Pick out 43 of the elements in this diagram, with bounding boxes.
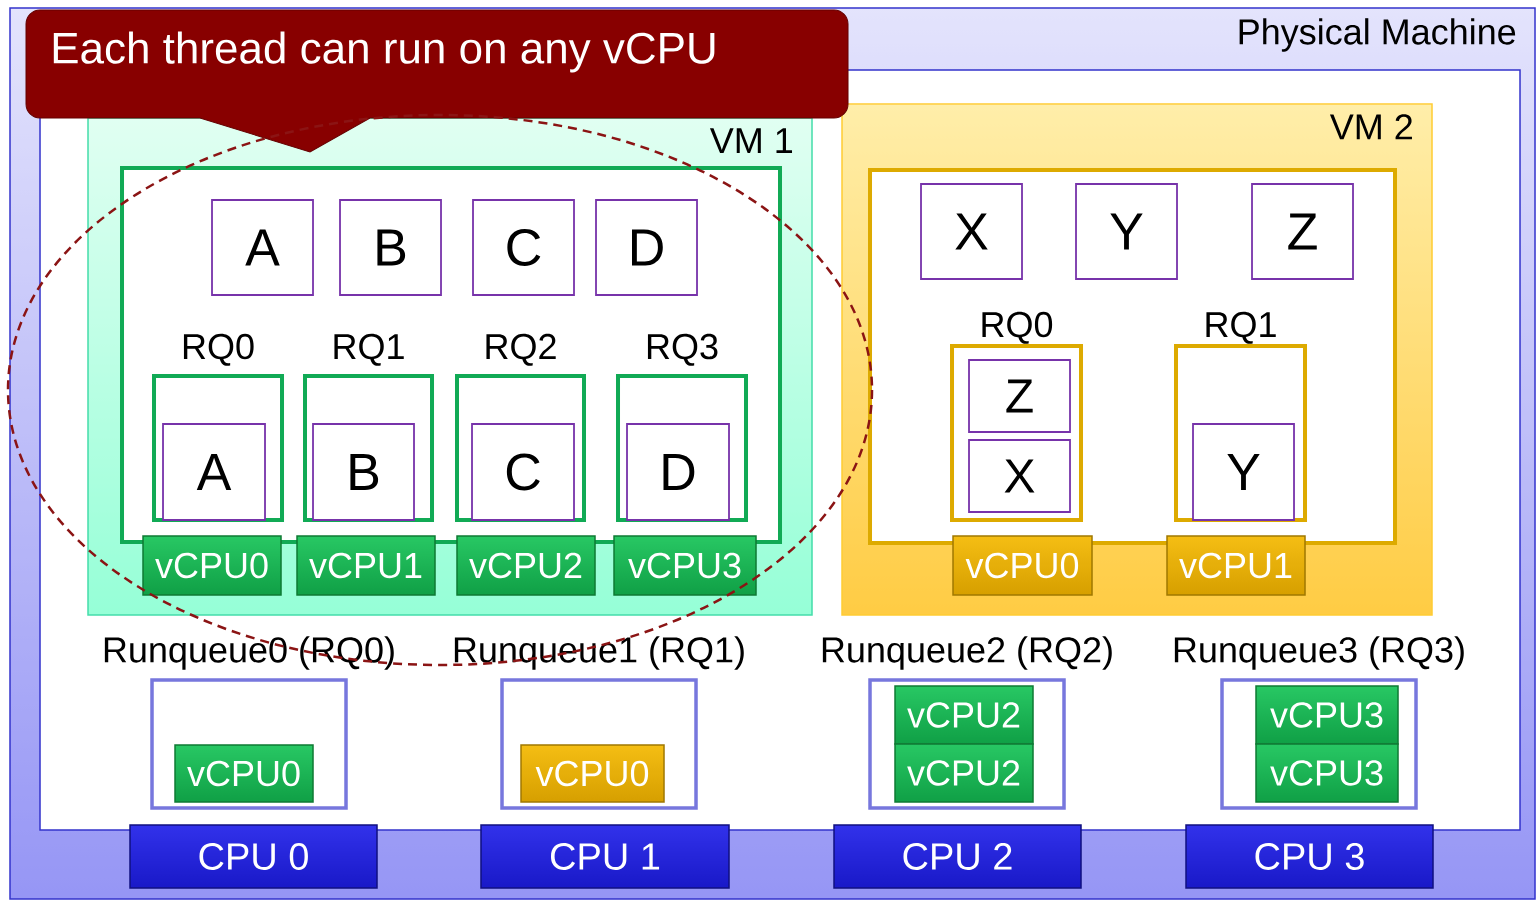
queue-label: RQ3 bbox=[647, 333, 718, 366]
thread-box: C bbox=[472, 199, 575, 296]
vcpu-block: vCPU0 bbox=[174, 744, 314, 803]
vcpu-block: vCPU2 bbox=[894, 685, 1034, 745]
thread-box: A bbox=[211, 199, 314, 296]
thread-box: Z bbox=[968, 359, 1071, 433]
vcpu-block: vCPU0 bbox=[520, 744, 665, 803]
thread-box: X bbox=[968, 439, 1071, 513]
thread-box: C bbox=[471, 423, 575, 521]
cpu-block: CPU 1 bbox=[480, 824, 730, 889]
thread-box: D bbox=[626, 423, 730, 521]
vcpu-block: vCPU3 bbox=[1255, 743, 1399, 803]
vcpu-block: vCPU1 bbox=[296, 535, 436, 596]
queue-label: RQ0 bbox=[183, 333, 254, 366]
thread-box: X bbox=[920, 183, 1023, 280]
queue-label: Runqueue2 (RQ2) bbox=[822, 636, 1112, 670]
thread-box: B bbox=[312, 423, 415, 521]
cpu-block: CPU 3 bbox=[1185, 824, 1434, 889]
vcpu-block: vCPU1 bbox=[1166, 535, 1306, 596]
vcpu-block: vCPU3 bbox=[613, 535, 757, 596]
queue-label: RQ1 bbox=[334, 333, 404, 366]
queue-label: Runqueue3 (RQ3) bbox=[1174, 636, 1464, 670]
box-heading: Physical Machine bbox=[1239, 18, 1516, 52]
thread-box: D bbox=[595, 199, 698, 296]
queue-label: RQ0 bbox=[982, 311, 1053, 344]
callout-text: Each thread can run on any vCPU bbox=[53, 31, 715, 73]
thread-box: A bbox=[162, 423, 266, 521]
vcpu-block: vCPU0 bbox=[952, 535, 1093, 596]
thread-box: B bbox=[339, 199, 442, 296]
cpu-block: CPU 0 bbox=[129, 824, 378, 889]
box-heading: VM 1 bbox=[709, 128, 792, 153]
queue-label: RQ1 bbox=[1206, 311, 1276, 344]
thread-box: Y bbox=[1075, 183, 1178, 280]
vcpu-block: vCPU2 bbox=[894, 743, 1034, 803]
vcpu-block: vCPU0 bbox=[142, 535, 282, 596]
thread-box: Z bbox=[1251, 183, 1354, 280]
cpu-block: CPU 2 bbox=[833, 824, 1082, 889]
vcpu-block: vCPU3 bbox=[1255, 685, 1399, 745]
box-heading: VM 2 bbox=[1329, 114, 1412, 140]
thread-box: Y bbox=[1192, 423, 1295, 521]
vcpu-block: vCPU2 bbox=[456, 535, 596, 596]
queue-label: RQ2 bbox=[486, 333, 556, 366]
queue-label: Runqueue0 (RQ0) bbox=[104, 636, 394, 670]
